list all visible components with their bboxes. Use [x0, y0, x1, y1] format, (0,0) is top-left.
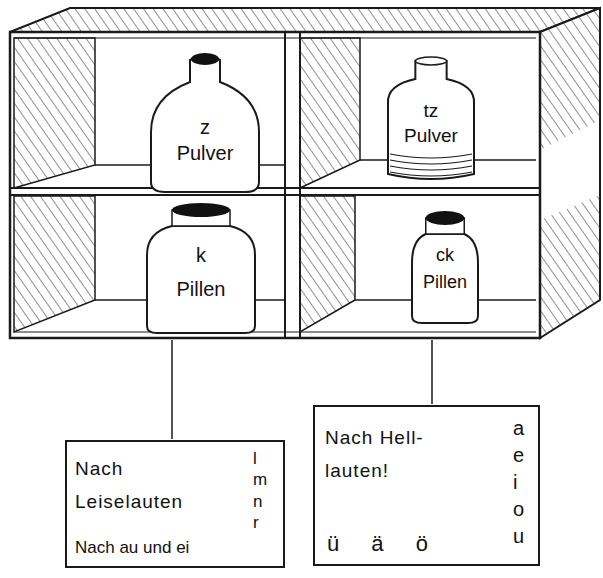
bottle-body — [412, 234, 478, 323]
bottle-label-holder: tz Pulver — [385, 99, 477, 148]
shelf-divider — [10, 187, 540, 189]
compartment-wall — [300, 196, 355, 332]
leader-line — [171, 340, 173, 439]
bottle-body — [388, 61, 474, 179]
bottle: z Pulver — [145, 52, 265, 196]
bottle-lid — [172, 203, 230, 217]
bottle-label-holder: k Pillen — [143, 238, 259, 306]
bottle-outline — [408, 208, 482, 326]
note-box: Nach Leiselauten l m n r Nach au und ei — [65, 440, 285, 568]
leader-line — [431, 340, 433, 404]
bottle: ck Pillen — [408, 208, 482, 326]
bottle-lid — [426, 211, 464, 225]
shelf-side-hatch — [540, 195, 600, 338]
shelf-side-hatch — [540, 8, 600, 150]
bottle-outline — [143, 200, 259, 336]
shelf-divider — [299, 32, 301, 338]
bottle-label: ck Pillen — [423, 242, 467, 296]
shelf-divider — [10, 194, 540, 196]
bottle-cap — [191, 53, 219, 65]
shelf-divider — [284, 32, 286, 338]
bottle-label-holder: z Pulver — [145, 114, 265, 166]
shelf-front — [10, 32, 540, 338]
note-text: Nach Hell- lauten! — [325, 421, 427, 488]
note-text: Nach Leiselauten — [75, 452, 183, 519]
note-text: l m n r — [253, 448, 267, 533]
compartment-wall — [300, 38, 360, 188]
bottle-label: tz Pulver — [404, 99, 458, 148]
bottle-stripe — [390, 166, 472, 170]
note-text: ü ä ö — [327, 531, 428, 557]
bottle-label: k Pillen — [177, 238, 226, 306]
bottle-body — [147, 226, 255, 333]
bottle: tz Pulver — [385, 55, 477, 182]
compartment-wall — [14, 196, 95, 332]
bottle: k Pillen — [143, 200, 259, 336]
shelf-inner-edge — [14, 331, 536, 332]
shelf-inner-edge — [14, 37, 536, 38]
bottle-neck — [415, 57, 446, 65]
shelf-top — [10, 8, 600, 32]
bottle-body — [151, 56, 259, 192]
bottle-label: z Pulver — [177, 114, 234, 166]
compartment-wall — [14, 38, 95, 188]
bottle-stripe — [390, 154, 472, 158]
bottle-stripe — [390, 160, 472, 164]
note-box: Nach Hell- lauten! a e i o u ü ä ö — [313, 405, 540, 566]
note-text: a e i o u — [513, 415, 524, 550]
note-text: Nach au und ei — [75, 538, 189, 558]
shelf-side — [540, 8, 600, 338]
bottle-label-holder: ck Pillen — [408, 242, 482, 296]
bottle-stripe — [390, 172, 472, 176]
